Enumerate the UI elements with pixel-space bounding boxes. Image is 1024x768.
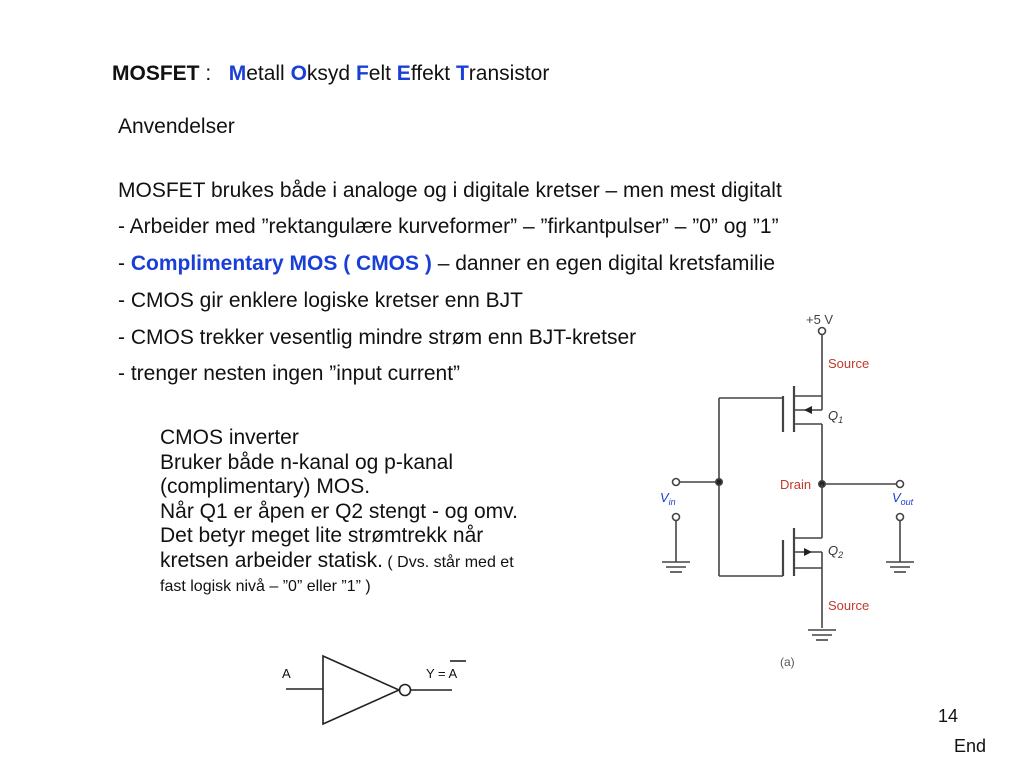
cmos-highlight: Complimentary MOS ( CMOS ) [130,252,432,275]
title-acronym: MOSFET [112,62,200,85]
body-line-2: - Arbeider med ”rektangulære kurveformer… [118,215,779,238]
title-initial-o: O [290,62,307,85]
title-word-effekt: ffekt [410,62,451,85]
body-line-3-prefix: - [118,252,131,275]
q1-subscript: 1 [838,415,843,425]
vout-label: Vout [892,490,914,507]
body-line-5: - CMOS trekker vesentlig mindre strøm en… [118,326,637,349]
source-bottom-label: Source [828,598,869,613]
inverter-line-2: Bruker både n-kanal og p-kanal [160,450,454,474]
title-initial-f: F [355,62,369,85]
title-initial-e: E [396,62,411,85]
inverter-line-4: Når Q1 er åpen er Q2 stengt - og omv. [160,499,518,523]
q1-label: Q1 [828,408,843,425]
body-line-1: MOSFET brukes både i analoge og i digita… [118,179,782,202]
inverter-line-5: Det betyr meget lite strømtrekk når [160,524,484,547]
inverter-description: CMOS inverter Bruker både n-kanal og p-k… [160,426,518,600]
body-line-4: - CMOS gir enklere logiske kretser enn B… [118,289,523,312]
figure-label: (a) [780,655,795,669]
supply-label: +5 V [806,312,833,327]
vin-subscript: in [669,497,676,507]
page-number: 14 [937,706,958,726]
title-initial-t: T [455,62,469,85]
gate-triangle [322,654,401,726]
slide-title: MOSFET : Metall Oksyd Felt Effekt Transi… [112,62,549,86]
inverter-line-6-main: kretsen arbeider statisk. [160,548,383,572]
q2-subscript: 2 [837,550,843,560]
gate-bubble [398,683,412,697]
q2-label: Q2 [828,543,843,560]
section-heading: Anvendelser [118,115,235,138]
inverter-line-7-note: fast logisk nivå – ”0” eller ”1” ) [160,578,371,595]
gate-input-label: A [282,666,291,681]
title-word-felt: elt [368,62,391,85]
title-initial-m: M [228,62,247,85]
q1-letter: Q [828,408,838,423]
title-word-metall: etall [246,62,285,85]
vout-subscript: out [901,497,914,507]
inverter-line-6-note: ( Dvs. står med et [382,553,514,571]
title-word-transistor: ransistor [468,62,550,85]
inverter-line-1: CMOS inverter [160,426,299,449]
q2-letter: Q [828,543,838,558]
title-colon: : [199,62,212,85]
drain-label: Drain [780,477,811,492]
vout-letter: V [892,490,902,505]
body-line-3: - Complimentary MOS ( CMOS ) – danner en… [118,252,775,276]
vin-letter: V [660,490,670,505]
gate-output-label: Y = A [426,666,458,681]
input-junction [714,477,723,486]
supply-terminal [817,326,827,336]
body-line-3-rest: – danner en egen digital kretsfamilie [431,252,776,275]
not-gate-symbol: A Y = A [282,654,466,726]
vin-ground-terminal [671,512,681,522]
title-word-oksyd: ksyd [306,62,351,85]
vout-ground-terminal [895,512,905,522]
vin-terminal [671,477,681,487]
vout-terminal [895,479,905,489]
end-label: End [953,736,986,756]
q2-arrow [804,548,812,556]
body-line-6: - trenger nesten ingen ”input current” [118,362,461,385]
inverter-line-3: (complimentary) MOS. [160,475,371,498]
q1-arrow [804,406,812,414]
inverter-line-6: kretsen arbeider statisk. ( Dvs. står me… [160,549,518,576]
source-top-label: Source [828,356,869,371]
cmos-inverter-schematic: +5 V Source Drain Source Q1 Q2 Vin Vout … [660,312,914,669]
vin-label: Vin [660,490,676,507]
